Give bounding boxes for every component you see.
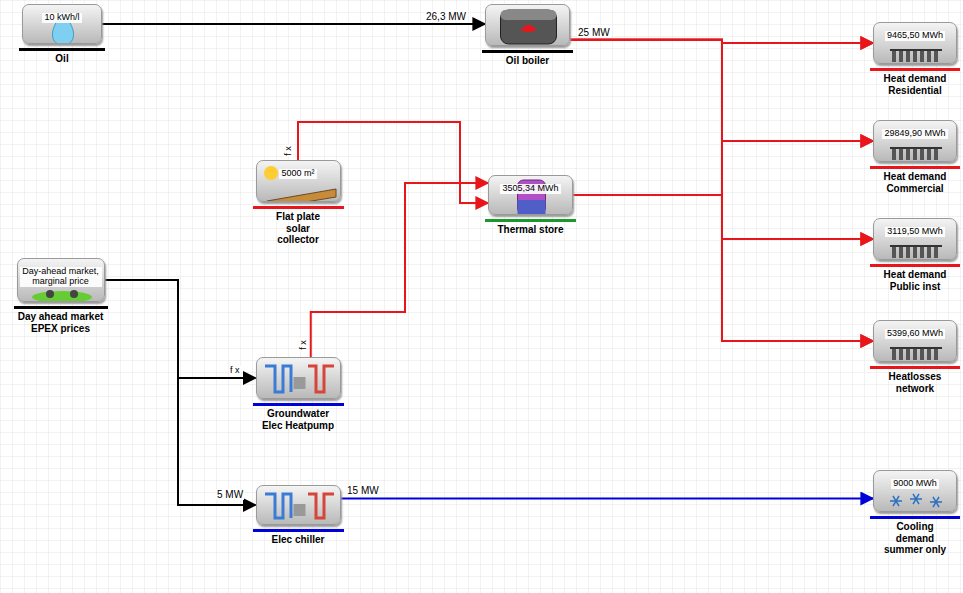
value-text: 5000 m² bbox=[279, 169, 316, 179]
type-bar bbox=[253, 403, 344, 406]
node-name: Elec chiller bbox=[248, 534, 348, 546]
type-bar bbox=[253, 206, 344, 209]
value-text: 9465,50 MWh bbox=[885, 31, 945, 41]
flow-connector bbox=[105, 280, 256, 378]
value-text: 29849,90 MWh bbox=[882, 129, 947, 139]
component-icon bbox=[256, 357, 341, 399]
icon-illustration bbox=[257, 486, 341, 525]
flow-rate-label: 15 MW bbox=[346, 485, 380, 496]
component-node: Oil boiler bbox=[470, 4, 585, 67]
flow-connector bbox=[573, 195, 873, 341]
icon-illustration bbox=[874, 121, 957, 162]
flow-connector bbox=[105, 280, 256, 505]
component-node: 29849,90 MWhHeat demand Commercial bbox=[870, 120, 960, 194]
component-node: 3505,34 MWhThermal store bbox=[478, 175, 583, 236]
type-bar bbox=[482, 50, 573, 53]
function-marker: f x bbox=[284, 145, 294, 157]
component-icon: Day-ahead market, marginal price bbox=[17, 258, 105, 302]
flow-rate-label: 26,3 MW bbox=[425, 11, 467, 22]
type-bar bbox=[870, 68, 960, 71]
component-node: 5000 m² Flat plate solar collector bbox=[248, 160, 348, 246]
component-node: 3119,50 MWhHeat demand Public inst bbox=[870, 218, 960, 292]
component-icon: 5399,60 MWh bbox=[873, 320, 957, 362]
type-bar bbox=[485, 219, 576, 222]
component-icon: 10 kWh/l bbox=[22, 4, 102, 44]
icon-illustration bbox=[874, 23, 957, 64]
icon-illustration bbox=[874, 471, 957, 512]
function-marker: f x bbox=[299, 339, 309, 351]
component-icon: 3505,34 MWh bbox=[488, 175, 573, 215]
component-node: Elec chiller bbox=[248, 485, 348, 546]
component-icon bbox=[256, 485, 341, 525]
value-text: Day-ahead market, marginal price bbox=[20, 267, 102, 287]
component-icon: 29849,90 MWh bbox=[873, 120, 957, 162]
flow-connector bbox=[573, 141, 873, 195]
flow-connector bbox=[311, 183, 488, 357]
node-name: Groundwater Elec Heatpump bbox=[258, 408, 338, 431]
icon-illustration bbox=[486, 5, 570, 46]
component-node: Groundwater Elec Heatpump bbox=[248, 357, 348, 431]
node-name: Flat plate solar collector bbox=[267, 211, 329, 246]
function-marker: f x bbox=[229, 366, 241, 376]
component-icon: 3119,50 MWh bbox=[873, 218, 957, 260]
node-name: Heat demand Commercial bbox=[871, 171, 959, 194]
icon-illustration bbox=[874, 219, 957, 260]
type-bar bbox=[14, 306, 108, 309]
component-icon bbox=[485, 4, 570, 46]
component-icon: 5000 m² bbox=[256, 160, 341, 202]
value-text: 9000 MWh bbox=[891, 479, 939, 489]
component-node: 5399,60 MWhHeatlosses network bbox=[870, 320, 960, 394]
node-name: Heatlosses network bbox=[875, 371, 955, 394]
component-node: 10 kWh/lOil bbox=[12, 4, 112, 65]
value-text: 5399,60 MWh bbox=[885, 329, 945, 339]
value-text: 3505,34 MWh bbox=[500, 184, 560, 194]
icon-illustration bbox=[257, 161, 341, 202]
type-bar bbox=[870, 166, 960, 169]
node-name: Oil boiler bbox=[473, 55, 583, 67]
component-node: Day-ahead market, marginal priceDay ahea… bbox=[8, 258, 113, 334]
flow-rate-label: 5 MW bbox=[216, 489, 244, 500]
component-node: 9465,50 MWhHeat demand Residential bbox=[870, 22, 960, 96]
component-icon: 9000 MWh bbox=[873, 470, 957, 512]
icon-illustration bbox=[489, 176, 573, 215]
type-bar bbox=[870, 366, 960, 369]
icon-illustration bbox=[23, 5, 102, 44]
node-name: Heat demand Residential bbox=[871, 73, 959, 96]
flow-rate-label: 25 MW bbox=[577, 27, 611, 38]
flow-connector bbox=[570, 40, 873, 341]
icon-illustration bbox=[257, 358, 341, 399]
type-bar bbox=[19, 48, 105, 51]
value-text: 10 kWh/l bbox=[42, 13, 81, 23]
flow-connector bbox=[341, 498, 874, 500]
component-icon: 9465,50 MWh bbox=[873, 22, 957, 64]
node-name: Cooling demand summer only bbox=[880, 521, 950, 556]
type-bar bbox=[253, 529, 344, 532]
value-text: 3119,50 MWh bbox=[885, 227, 944, 237]
node-name: Thermal store bbox=[481, 224, 581, 236]
type-bar bbox=[870, 516, 960, 519]
node-name: Day ahead market EPEX prices bbox=[11, 311, 111, 334]
icon-illustration bbox=[874, 321, 957, 362]
node-name: Heat demand Public inst bbox=[871, 269, 959, 292]
type-bar bbox=[870, 264, 960, 267]
flow-connector bbox=[573, 43, 873, 195]
node-name: Oil bbox=[12, 53, 112, 65]
flow-connector bbox=[102, 23, 485, 25]
component-node: 9000 MWhCooling demand summer only bbox=[870, 470, 960, 556]
